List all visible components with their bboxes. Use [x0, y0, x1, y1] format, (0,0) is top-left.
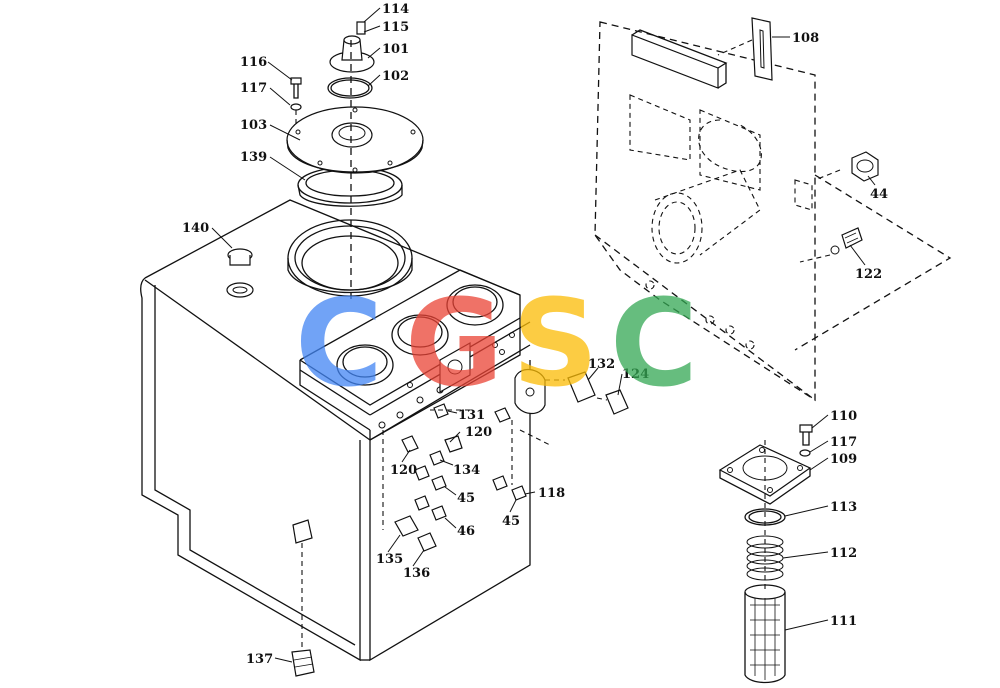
- watermark-logo: C G S C: [295, 275, 698, 414]
- part-label: 116: [240, 55, 267, 70]
- bolt-110: [799, 424, 813, 457]
- filter-element-111: [744, 584, 786, 684]
- mounting-bracket-outline: [594, 21, 952, 402]
- fitting-group: [382, 403, 551, 552]
- part-label: 117: [240, 81, 267, 96]
- plate-108: [717, 17, 773, 81]
- part-label: 110: [830, 409, 857, 424]
- part-label: 139: [240, 150, 267, 165]
- part-label: 118: [538, 486, 565, 501]
- part-label: 137: [246, 652, 273, 667]
- breather-101: [329, 21, 375, 73]
- part-label: 113: [830, 500, 857, 515]
- side-fittings: [514, 369, 629, 415]
- part-label: 102: [382, 69, 409, 84]
- part-label: 117: [830, 435, 857, 450]
- watermark-letter: C: [610, 275, 698, 414]
- cover-plate-103: [286, 106, 424, 174]
- watermark-letter: G: [405, 275, 504, 414]
- part-label: 103: [240, 118, 267, 133]
- watermark-letter: S: [512, 275, 598, 414]
- part-labels: 114 115 101 102 116 117 103 139 140 108 …: [182, 2, 888, 667]
- part-label: 45: [502, 514, 520, 529]
- watermark-letter: C: [295, 275, 383, 414]
- part-label: 108: [792, 31, 819, 46]
- nut-44: [851, 151, 879, 182]
- part-label: 122: [855, 267, 882, 282]
- fill-cap-140: [226, 248, 254, 298]
- part-label: 124: [622, 367, 649, 382]
- part-label: 136: [403, 566, 430, 581]
- drain-plug-137: [291, 519, 315, 677]
- part-label: 135: [376, 552, 403, 567]
- fitting-122: [830, 227, 863, 255]
- part-label: 140: [182, 221, 209, 236]
- part-label: 44: [870, 187, 888, 202]
- hydraulic-tank: [140, 199, 531, 662]
- bolt-116: [290, 77, 302, 128]
- leader-lines: [211, 7, 876, 663]
- part-label: 112: [830, 546, 857, 561]
- part-label: 120: [390, 463, 417, 478]
- bracket-bar: [631, 29, 728, 89]
- part-label: 131: [458, 408, 485, 423]
- part-label: 46: [457, 524, 475, 539]
- part-label: 111: [830, 614, 857, 629]
- part-label: 45: [457, 491, 475, 506]
- part-label: 120: [465, 425, 492, 440]
- oring-102: [327, 77, 373, 99]
- part-label: 101: [382, 42, 409, 57]
- part-label: 115: [382, 20, 409, 35]
- part-label: 109: [830, 452, 857, 467]
- part-label: 132: [588, 357, 615, 372]
- part-label: 134: [453, 463, 480, 478]
- part-label: 114: [382, 2, 409, 17]
